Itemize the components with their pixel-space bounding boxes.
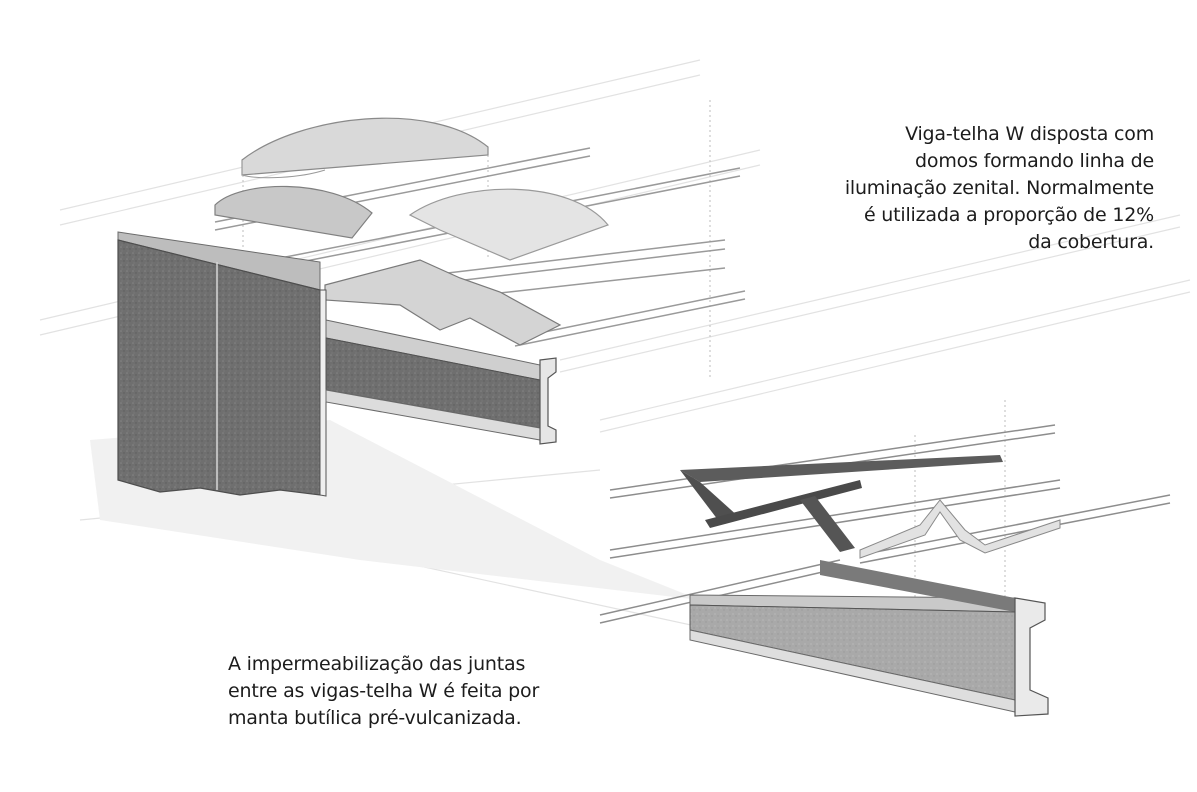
dome-top-end bbox=[241, 160, 326, 179]
dome-top bbox=[241, 117, 489, 176]
skylight-domes bbox=[214, 117, 609, 261]
right-w-wave bbox=[859, 499, 1061, 559]
lower-rails bbox=[599, 424, 1171, 624]
right-beam-profile bbox=[1014, 597, 1049, 717]
left-w-beam bbox=[325, 319, 557, 445]
w-beam-upper-wave bbox=[324, 259, 562, 346]
right-w-beam bbox=[689, 560, 1049, 717]
left-wall bbox=[117, 231, 327, 497]
butyl-membrane bbox=[680, 455, 1003, 552]
dome-right bbox=[408, 188, 609, 261]
left-beam-profile bbox=[539, 357, 557, 445]
dome-left bbox=[214, 185, 373, 239]
skylight-annotation: Viga-telha W disposta com domos formando… bbox=[844, 123, 1154, 253]
waterproofing-annotation: A impermeabilização das juntas entre as … bbox=[228, 653, 540, 729]
